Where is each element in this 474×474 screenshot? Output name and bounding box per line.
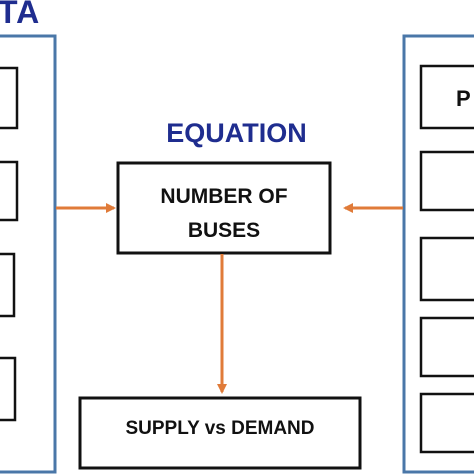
right-box-1-label: P: [456, 86, 471, 111]
equation-box-label: NUMBER OF BUSES: [118, 180, 330, 248]
right-box-1: [419, 64, 474, 130]
left-data-box-3: [0, 252, 16, 318]
supply-demand-box: [78, 396, 362, 470]
right-panel: [402, 34, 474, 474]
equation-box-line-2: BUSES: [187, 219, 261, 242]
equation-box-line-1: NUMBER OF: [160, 185, 288, 208]
equation-title: EQUATION: [166, 118, 307, 148]
left-panel-title: TA: [0, 0, 41, 30]
right-box-4: [419, 316, 474, 378]
left-data-box-1: [0, 66, 19, 130]
right-box-3: [419, 236, 474, 302]
left-data-box-4: [0, 356, 17, 422]
left-data-panel: [0, 34, 57, 474]
right-box-5: [419, 392, 474, 454]
supply-demand-label: SUPPLY vs DEMAND: [125, 418, 315, 439]
right-box-2: [419, 150, 474, 212]
left-data-box-2: [0, 160, 19, 222]
equation-box: [116, 161, 332, 255]
